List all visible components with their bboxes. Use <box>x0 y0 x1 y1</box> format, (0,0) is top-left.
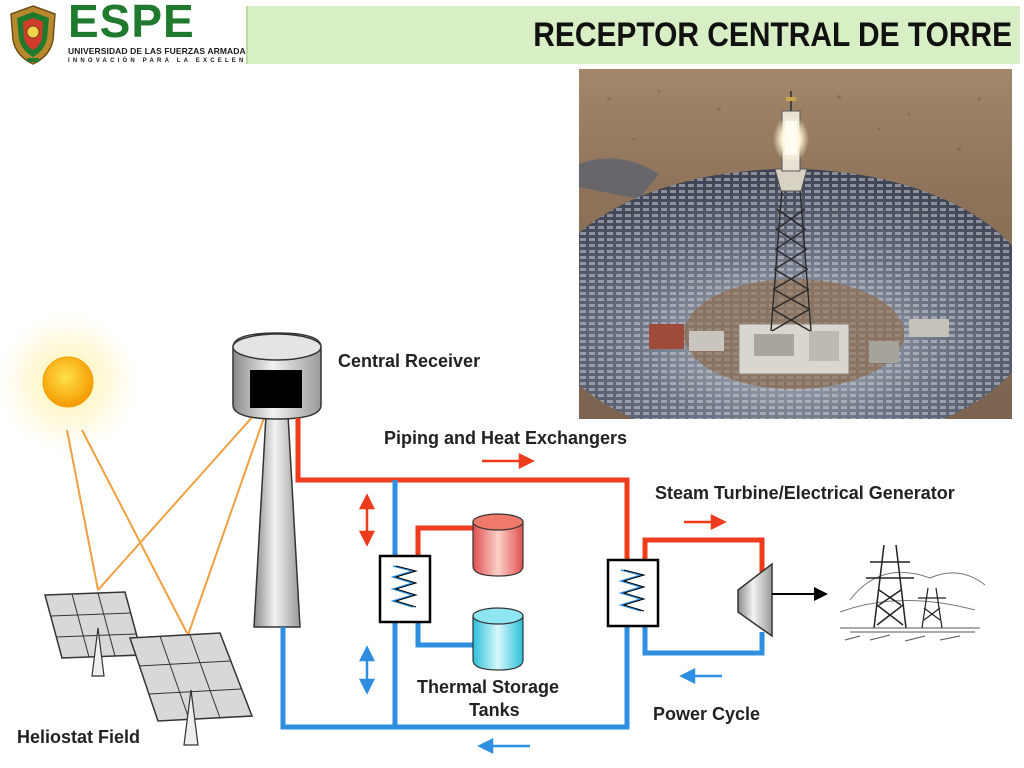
label-power-cycle: Power Cycle <box>653 704 761 724</box>
heliostat-panel <box>44 591 143 677</box>
hot-storage-tank <box>472 513 524 577</box>
steam-turbine-icon <box>737 562 828 638</box>
tower-system-diagram <box>0 302 986 755</box>
solar-tower-photo <box>579 69 1012 419</box>
espe-logo: ESPE UNIVERSIDAD DE LAS FUERZAS ARMADAS … <box>68 0 263 68</box>
logo-subtitle: UNIVERSIDAD DE LAS FUERZAS ARMADAS <box>68 46 252 56</box>
title-bar: RECEPTOR CENTRAL DE TORRE <box>246 6 1020 64</box>
page-title: RECEPTOR CENTRAL DE TORRE <box>533 16 1012 54</box>
label-steam-turbine-generator: Steam Turbine/Electrical Generator <box>655 483 955 503</box>
logo-motto: INNOVACIÓN PARA LA EXCELENCIA <box>68 58 267 64</box>
logo-wordmark: ESPE <box>68 0 195 47</box>
heliostat-panel <box>128 632 254 746</box>
university-crest-icon <box>10 5 56 65</box>
heat-exchanger-right <box>606 558 660 628</box>
label-thermal-storage-tanks: Tanks <box>469 700 520 720</box>
receiver-tower <box>232 332 322 628</box>
label-central-receiver: Central Receiver <box>338 351 481 371</box>
sun-rays <box>66 394 273 636</box>
sun-icon <box>0 302 148 462</box>
label-piping-heat-exchangers: Piping and Heat Exchangers <box>384 428 628 448</box>
heat-exchanger-left <box>378 554 432 624</box>
power-grid-icon <box>839 544 986 642</box>
flow-arrows <box>358 452 727 755</box>
heliostat-field <box>44 591 254 746</box>
label-heliostat-field: Heliostat Field <box>17 727 141 747</box>
label-thermal-storage: Thermal Storage <box>417 677 560 697</box>
slide-header: ESPE UNIVERSIDAD DE LAS FUERZAS ARMADAS … <box>0 0 1024 70</box>
cold-storage-tank <box>472 607 524 671</box>
